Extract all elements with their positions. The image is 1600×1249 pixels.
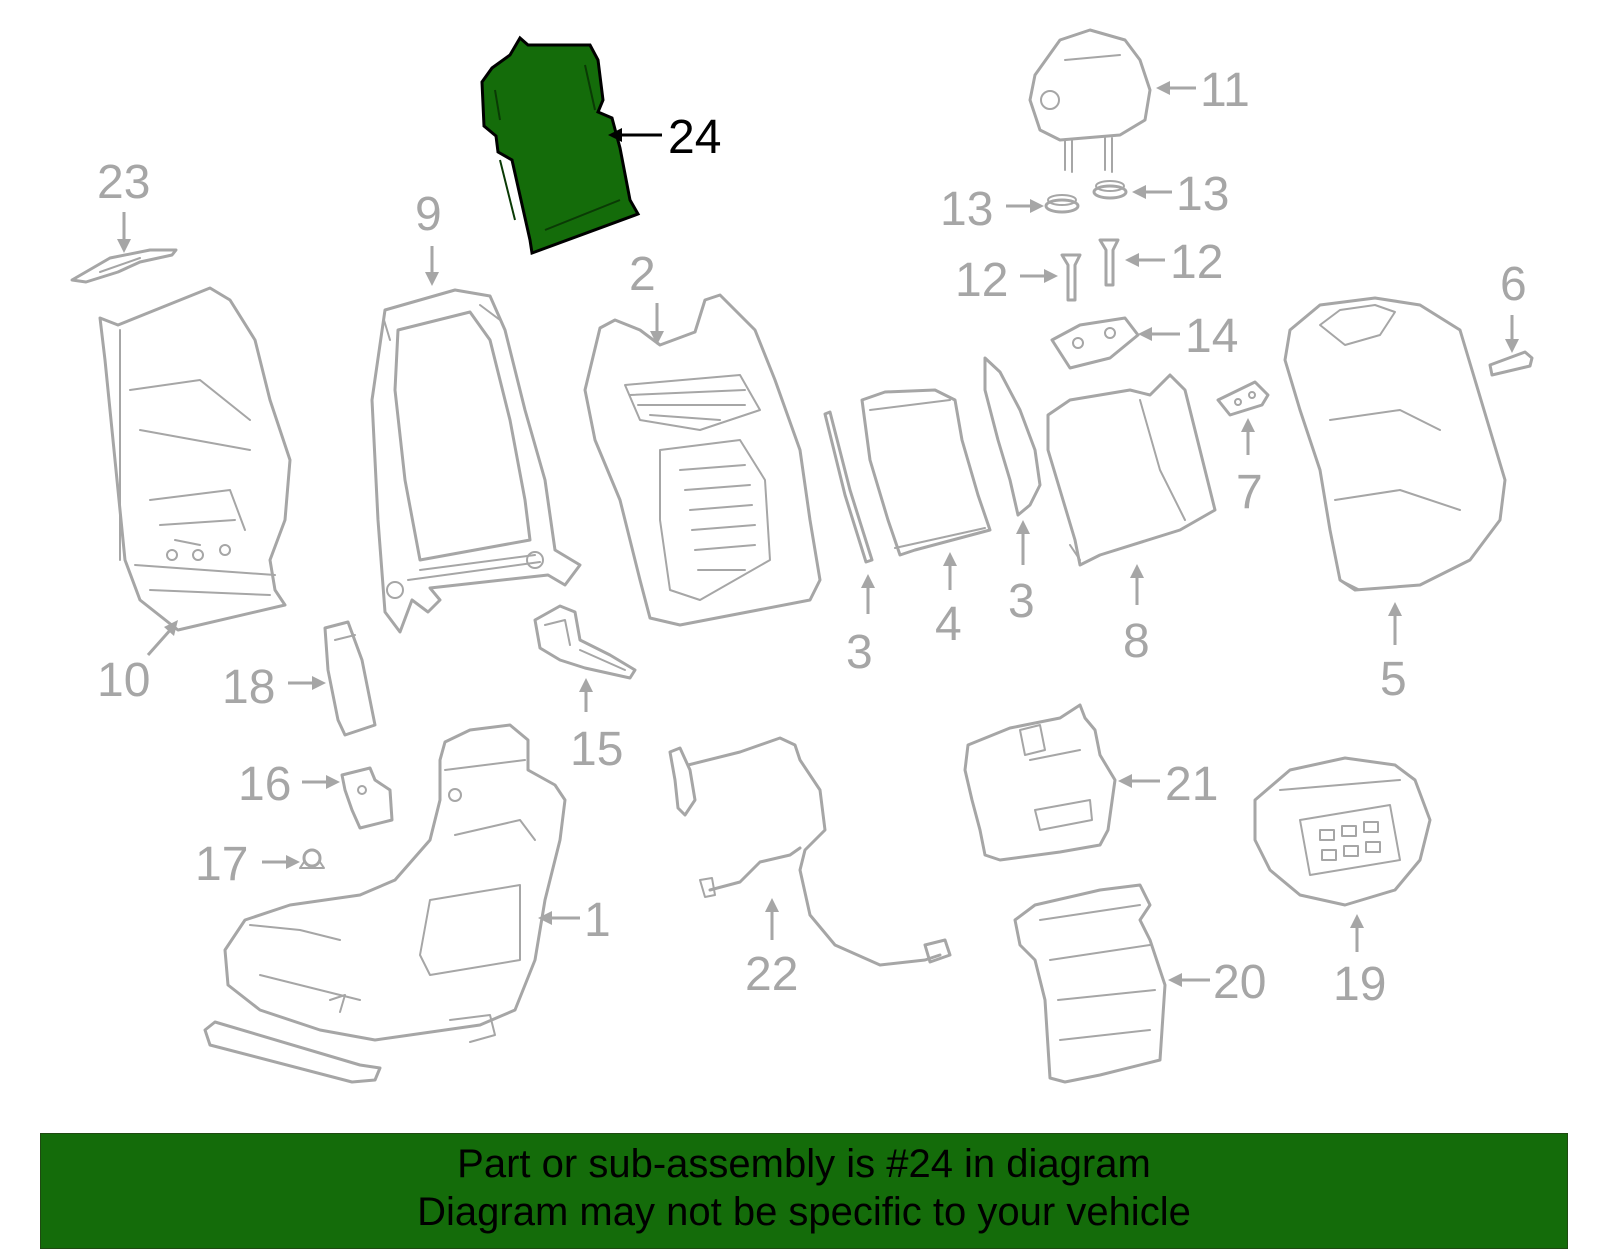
- svg-text:6: 6: [1500, 258, 1527, 311]
- svg-text:19: 19: [1333, 958, 1386, 1011]
- part-11-headrest[interactable]: [1028, 28, 1152, 173]
- callout-20: 20: [1168, 956, 1266, 1009]
- callout-6: 6: [1500, 258, 1527, 353]
- callout-12-left: 12: [955, 254, 1058, 307]
- part-6-clip[interactable]: [1488, 350, 1534, 377]
- part-4-pad[interactable]: [860, 388, 992, 557]
- svg-text:4: 4: [935, 598, 962, 651]
- callout-22: 22: [745, 898, 798, 1001]
- part-2-back-cushion[interactable]: [583, 293, 822, 627]
- part-15-side-shield[interactable]: [533, 604, 637, 680]
- svg-text:5: 5: [1380, 653, 1407, 706]
- callout-17: 17: [195, 838, 300, 891]
- svg-text:18: 18: [222, 661, 275, 714]
- part-21-module[interactable]: [963, 703, 1117, 862]
- part-12-pin-right[interactable]: [1098, 238, 1120, 287]
- svg-text:24: 24: [668, 111, 721, 164]
- callout-5: 5: [1380, 602, 1407, 706]
- callout-19: 19: [1333, 914, 1386, 1011]
- svg-text:7: 7: [1236, 466, 1263, 519]
- callout-24: 24: [608, 111, 721, 164]
- callout-16: 16: [238, 758, 340, 811]
- callout-2: 2: [629, 248, 664, 345]
- part-9-frame[interactable]: [370, 288, 582, 634]
- svg-text:22: 22: [745, 948, 798, 1001]
- callout-18: 18: [222, 661, 326, 714]
- callout-11: 11: [1156, 64, 1250, 117]
- info-banner: Part or sub-assembly is #24 in diagram D…: [40, 1133, 1568, 1249]
- part-7-clip[interactable]: [1216, 380, 1270, 417]
- callout-13-left: 13: [940, 183, 1044, 236]
- callout-1: 1: [538, 894, 611, 947]
- svg-text:12: 12: [1170, 236, 1223, 289]
- svg-text:14: 14: [1185, 310, 1238, 363]
- part-5-back-cover[interactable]: [1283, 296, 1507, 592]
- part-20-actuator[interactable]: [1013, 883, 1167, 1084]
- part-19-control-panel[interactable]: [1253, 756, 1432, 907]
- callout-23: 23: [97, 156, 150, 253]
- part-3-pad-right[interactable]: [983, 356, 1042, 517]
- svg-text:3: 3: [846, 626, 873, 679]
- callout-3-left: 3: [846, 574, 875, 679]
- part-10-back-panel[interactable]: [98, 286, 292, 632]
- svg-text:9: 9: [415, 188, 442, 241]
- svg-text:15: 15: [570, 723, 623, 776]
- part-12-pin-left[interactable]: [1060, 253, 1082, 302]
- part-8-bolster-pad[interactable]: [1046, 373, 1217, 567]
- svg-text:3: 3: [1008, 575, 1035, 628]
- part-1-seat-assembly[interactable]: [203, 723, 567, 1084]
- part-24-highlighted[interactable]: [480, 35, 641, 256]
- part-16-bracket[interactable]: [340, 766, 394, 830]
- part-18-bezel[interactable]: [323, 620, 377, 737]
- callout-9: 9: [415, 188, 442, 286]
- svg-text:23: 23: [97, 156, 150, 209]
- svg-text:21: 21: [1165, 758, 1218, 811]
- svg-text:13: 13: [940, 183, 993, 236]
- svg-text:12: 12: [955, 254, 1008, 307]
- callout-8: 8: [1123, 564, 1150, 668]
- callout-15: 15: [570, 678, 623, 776]
- part-17-push-pin[interactable]: [299, 848, 325, 869]
- svg-text:10: 10: [97, 654, 150, 707]
- callout-7: 7: [1236, 418, 1263, 519]
- part-22-wiring-harness[interactable]: [668, 736, 952, 967]
- banner-line-1: Part or sub-assembly is #24 in diagram: [457, 1142, 1151, 1186]
- part-13-bushing-left[interactable]: [1044, 194, 1080, 214]
- callout-4: 4: [935, 552, 962, 651]
- callout-3-right: 3: [1008, 520, 1035, 628]
- svg-text:11: 11: [1200, 64, 1250, 117]
- callout-21: 21: [1118, 758, 1218, 811]
- part-23-trim[interactable]: [70, 248, 178, 284]
- svg-text:2: 2: [629, 248, 656, 301]
- banner-line-2: Diagram may not be specific to your vehi…: [417, 1190, 1191, 1234]
- callout-13-right: 13: [1132, 168, 1229, 221]
- svg-text:16: 16: [238, 758, 291, 811]
- svg-text:1: 1: [584, 894, 611, 947]
- callout-12-right: 12: [1125, 236, 1223, 289]
- callout-14: 14: [1138, 310, 1238, 363]
- callout-10: 10: [97, 620, 178, 707]
- svg-text:8: 8: [1123, 615, 1150, 668]
- part-3-strip-left[interactable]: [823, 410, 874, 564]
- part-13-bushing-right[interactable]: [1092, 180, 1128, 200]
- svg-text:20: 20: [1213, 956, 1266, 1009]
- part-14-bracket[interactable]: [1050, 316, 1140, 370]
- svg-text:17: 17: [195, 838, 248, 891]
- svg-text:13: 13: [1176, 168, 1229, 221]
